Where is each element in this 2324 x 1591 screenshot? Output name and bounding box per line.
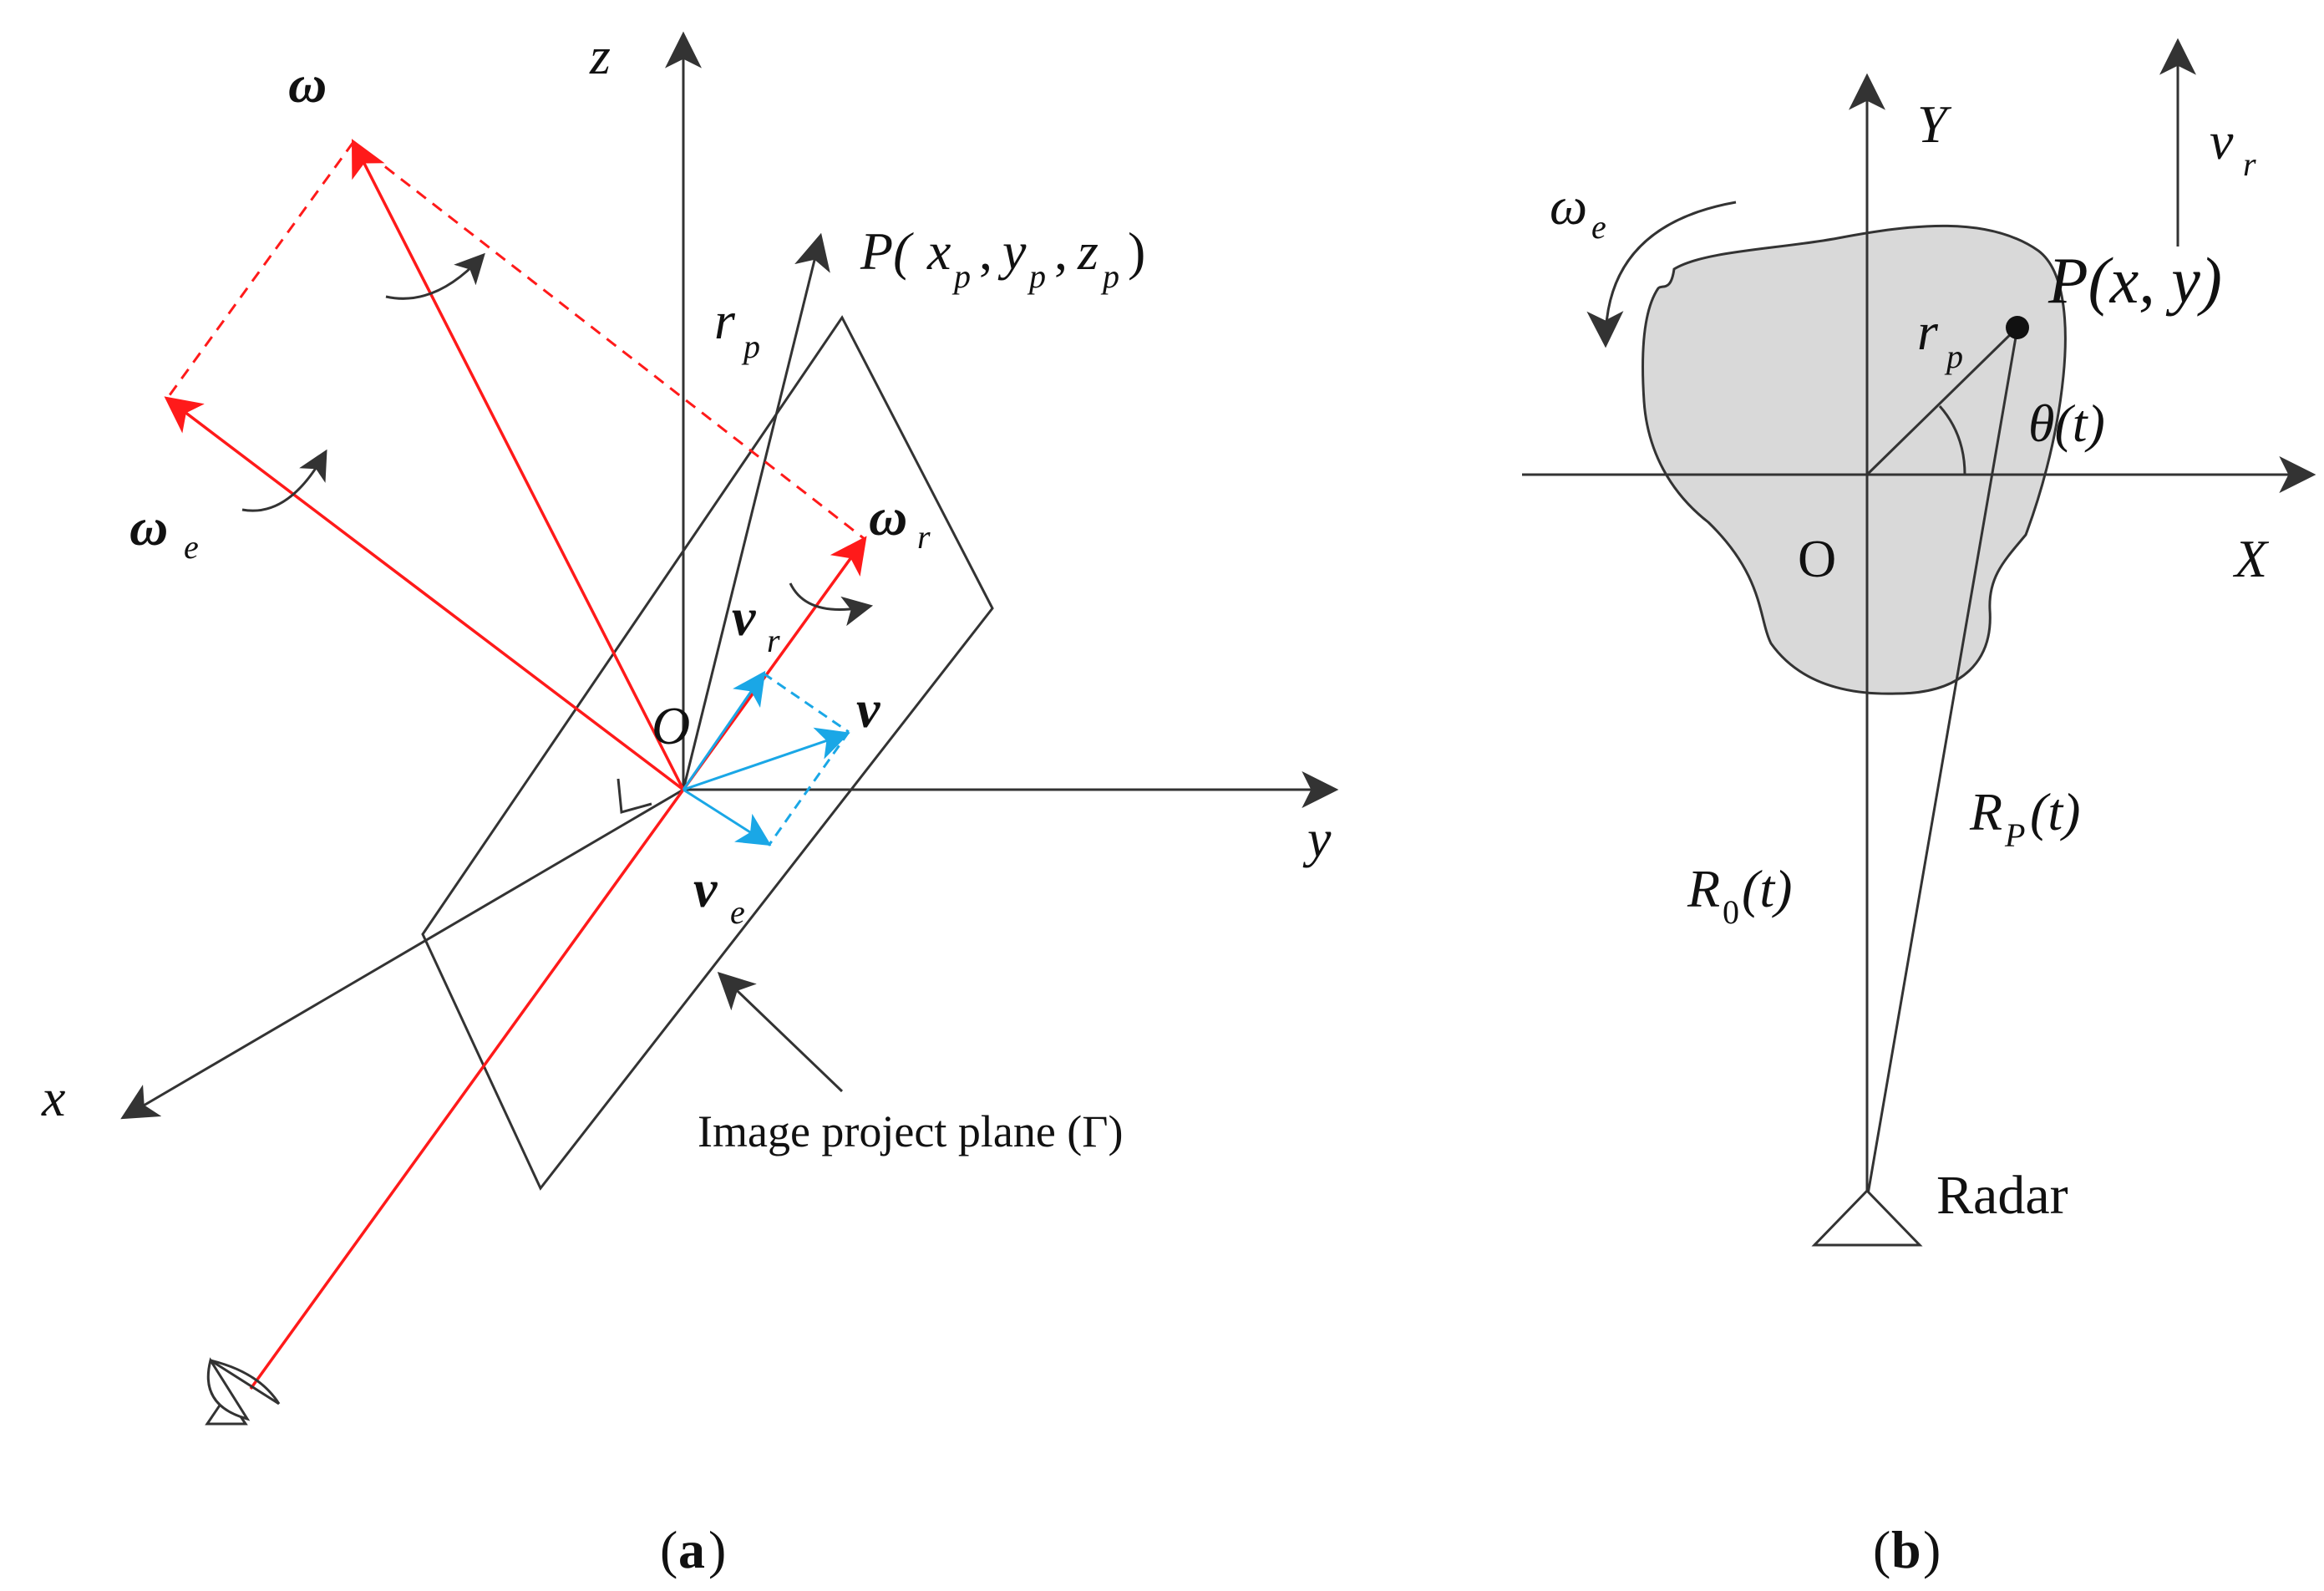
svg-text:r: r — [714, 291, 736, 350]
omega-e-vector — [164, 396, 685, 791]
svg-text:P(: P( — [860, 221, 914, 281]
omega-e-label: ω e — [129, 497, 199, 566]
svg-text:e: e — [730, 893, 745, 931]
svg-text:R: R — [1687, 859, 1720, 918]
svg-text:(: ( — [1873, 1520, 1890, 1579]
svg-text:r: r — [767, 622, 780, 659]
svg-text:r: r — [2243, 145, 2256, 183]
v-dashed-top — [763, 672, 850, 734]
svg-text:ω: ω — [129, 497, 168, 557]
v-vector — [682, 727, 850, 791]
omega-parallelogram-left — [165, 141, 355, 399]
svg-text:p: p — [1027, 257, 1046, 295]
rotation-arrow-omega-e-b — [1586, 201, 1737, 348]
svg-text:a: a — [678, 1520, 705, 1579]
r-p-label: r p — [714, 291, 760, 365]
R-P-line — [1865, 327, 2019, 1200]
svg-text:p: p — [741, 328, 760, 365]
caption-b: ( b ) — [1873, 1520, 1941, 1579]
x-axis-label: x — [41, 1068, 65, 1127]
X-axis-label: X — [2232, 529, 2270, 588]
svg-text:e: e — [184, 528, 199, 566]
point-P-label: P(x, y) — [2047, 244, 2222, 317]
svg-text:b: b — [1891, 1520, 1921, 1579]
plane-pointer — [717, 971, 844, 1093]
svg-text:): ) — [1128, 221, 1145, 281]
origin-label: O — [652, 696, 690, 755]
svg-text:r: r — [917, 518, 931, 556]
rotation-arrow-omega-e — [241, 449, 327, 512]
svg-text:(t): (t) — [2030, 782, 2080, 841]
omega-r-label: ω r — [869, 487, 931, 556]
r-p-label-b: r p — [1917, 302, 1963, 375]
svg-text:): ) — [1923, 1520, 1941, 1579]
R0-label: R 0 (t) — [1687, 859, 1792, 931]
svg-text:0: 0 — [1723, 893, 1739, 931]
omega-label: ω — [288, 54, 327, 114]
svg-text:R: R — [1969, 782, 2002, 841]
omega-vector — [352, 139, 685, 790]
svg-text:r: r — [1917, 302, 1939, 361]
svg-text:e: e — [1591, 208, 1606, 246]
z-axis-label: z — [589, 26, 611, 85]
svg-text:p: p — [1944, 338, 1963, 375]
image-plane — [421, 315, 994, 1191]
svg-text:x: x — [926, 221, 951, 281]
svg-text:v: v — [2210, 111, 2234, 170]
svg-text:(t): (t) — [1742, 859, 1792, 918]
target-shape — [1642, 224, 2067, 695]
point-P — [2006, 316, 2029, 339]
point-p-label: P( x p , y p , z p ) — [860, 221, 1145, 295]
omega-e-label-b: ω e — [1550, 176, 1606, 246]
caption-a: ( a ) — [660, 1520, 726, 1579]
panel-b: Y X O ω e v r P(x, y) r p θ(t) R 0 (t) R… — [1522, 38, 2316, 1579]
v-r-label: v r — [732, 587, 780, 659]
r-p-line — [1865, 326, 2019, 476]
radar-icon — [1811, 1188, 1923, 1247]
v-e-vector — [682, 788, 772, 846]
svg-text:,: , — [979, 221, 992, 281]
v-r-vector — [682, 670, 766, 790]
svg-text:y: y — [997, 221, 1027, 281]
image-plane-notch — [617, 778, 652, 814]
v-r-label-b: v r — [2210, 111, 2256, 183]
origin-label-b: O — [1798, 529, 1836, 588]
image-plane-label: Image project plane (Γ) — [698, 1106, 1123, 1156]
theta-label: θ(t) — [2028, 394, 2105, 453]
rp-vector — [682, 232, 830, 790]
svg-text:P: P — [2004, 816, 2025, 854]
radar-dish-icon — [205, 1357, 281, 1426]
x-axis — [120, 788, 684, 1120]
y-axis-label: y — [1302, 809, 1332, 868]
omega-parallelogram-top — [353, 140, 865, 541]
Y-axis-label: Y — [1917, 94, 1952, 154]
svg-text:(: ( — [660, 1520, 677, 1579]
panel-a: z y x O ω ω e ω r v v r v e r p P( x p — [41, 26, 1339, 1579]
svg-text:z: z — [1077, 221, 1099, 281]
svg-text:v: v — [693, 859, 718, 918]
theta-arc — [1938, 405, 1966, 475]
v-e-label: v e — [693, 859, 745, 931]
svg-text:,: , — [1054, 221, 1068, 281]
RP-label: R P (t) — [1969, 782, 2080, 854]
v-label: v — [856, 679, 880, 739]
rotation-arrow-omega-r — [789, 582, 874, 627]
radar-line-of-sight — [249, 788, 685, 1390]
svg-text:p: p — [951, 257, 971, 295]
v-dashed-bottom — [767, 731, 850, 846]
radar-label: Radar — [1936, 1165, 2068, 1226]
rotation-arrow-omega — [385, 252, 485, 300]
svg-text:ω: ω — [1550, 176, 1587, 236]
svg-text:p: p — [1100, 257, 1119, 295]
svg-text:): ) — [708, 1520, 726, 1579]
svg-text:ω: ω — [869, 487, 907, 546]
svg-text:v: v — [732, 587, 756, 647]
